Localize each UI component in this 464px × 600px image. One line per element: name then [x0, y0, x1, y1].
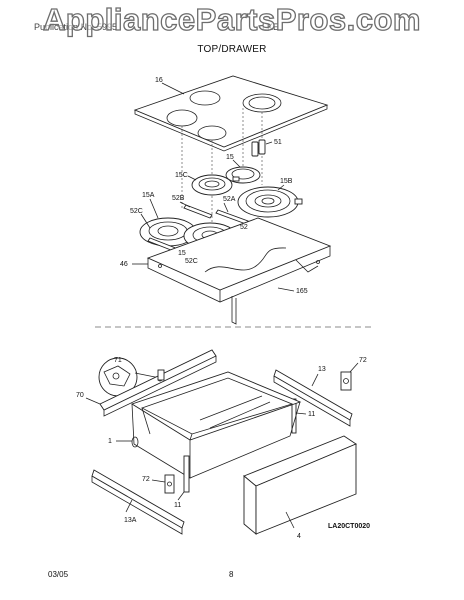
callout-52c-lower: 52C: [185, 258, 198, 265]
callout-16: 16: [155, 77, 163, 84]
left-drawer-rail: [99, 349, 217, 417]
callout-165: 165: [296, 288, 308, 295]
callout-72-right: 72: [359, 357, 367, 364]
callout-11-right: 11: [308, 411, 315, 418]
drawer-front-panel: [243, 435, 357, 535]
callout-4: 4: [297, 533, 301, 540]
callout-72-left: 72: [142, 476, 150, 483]
main-top-pan: [146, 217, 332, 325]
publication-number: Publication No. 5995: [34, 22, 118, 32]
drawer-body: [130, 371, 302, 479]
callout-52a: 52A: [223, 196, 236, 203]
callout-13a: 13A: [124, 517, 137, 524]
surface-element-small-rear: [225, 166, 261, 184]
surface-element-15c: [191, 174, 233, 196]
callout-71: 71: [114, 357, 122, 364]
callout-15-lower: 15: [178, 250, 186, 257]
drawer-bracket-left: [164, 455, 190, 494]
callout-52b: 52B: [172, 195, 185, 202]
callout-11-left: 11: [174, 502, 181, 509]
callout-46: 46: [120, 261, 128, 268]
callout-52c-left: 52C: [130, 208, 143, 215]
right-drawer-rail: [273, 369, 353, 427]
callout-1: 1: [108, 438, 112, 445]
footer-date: 03/05: [48, 570, 69, 579]
drawing-code: LA20CT0020: [328, 523, 370, 530]
lower-left-rail: [91, 469, 185, 535]
surface-element-15b: [237, 186, 303, 218]
footer-page-number: 8: [229, 570, 234, 579]
surface-element-15a: [139, 217, 197, 247]
limiter-switch: [251, 139, 266, 157]
cooktop-glass: [133, 75, 329, 152]
callout-15c: 15C: [175, 172, 188, 179]
callout-15b: 15B: [280, 178, 293, 185]
model-number: LKE: [262, 22, 280, 32]
callout-52: 52: [240, 224, 248, 231]
callout-15: 15: [226, 154, 234, 161]
callout-15a: 15A: [142, 192, 155, 199]
callout-13: 13: [318, 366, 326, 373]
section-title: TOP/DRAWER: [197, 44, 267, 55]
callout-51: 51: [274, 139, 282, 146]
callout-70: 70: [76, 392, 84, 399]
